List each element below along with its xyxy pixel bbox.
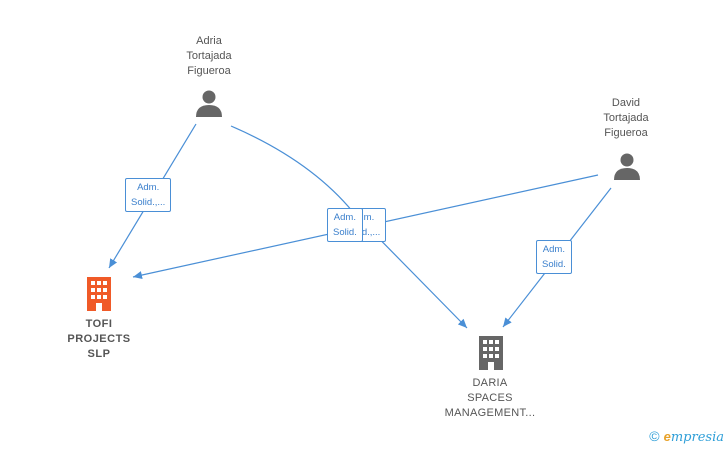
edge-label-david-tofi[interactable]: Adm. Solid. (327, 208, 363, 242)
edge-label-adria-tofi[interactable]: Adm. Solid.,... (125, 178, 172, 212)
empresia-watermark: ©empresia (649, 428, 724, 445)
building-icon[interactable] (84, 276, 114, 317)
person-icon[interactable] (612, 151, 642, 186)
node-label-david: David Tortajada Figueroa (603, 97, 649, 139)
node-label-tofi: TOFI PROJECTS SLP (67, 318, 131, 360)
edge-adria-daria (230, 125, 468, 329)
person-icon[interactable] (194, 88, 224, 123)
node-label-daria: DARIA SPACES MANAGEMENT... (444, 377, 536, 419)
node-label-adria: Adria Tortajada Figueroa (186, 35, 232, 77)
brand-initial: e (663, 429, 671, 444)
edge-label-david-daria[interactable]: Adm. Solid. (536, 240, 572, 274)
brand-name: mpresia (670, 430, 724, 445)
copyright-icon: © (649, 428, 660, 444)
building-icon[interactable] (476, 335, 506, 376)
